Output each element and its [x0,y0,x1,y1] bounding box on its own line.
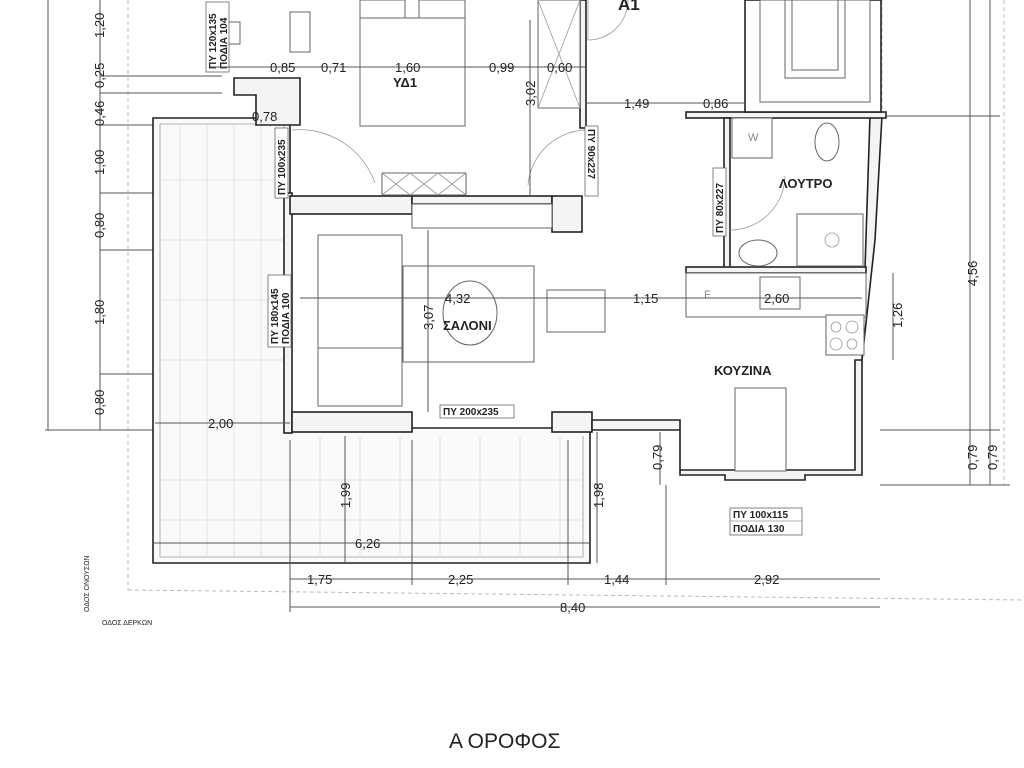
room-label-a1: A1 [618,0,640,14]
svg-text:ΠΥ 100x235: ΠΥ 100x235 [277,139,288,195]
opening-kitchen-window: ΠΥ 100x115 ΠΟΔΙΑ 130 [729,507,803,536]
dim-left-4: 0,80 [92,213,107,238]
dim-bedroom-1: 0,71 [321,60,346,75]
opening-living-window: ΠΥ 180x145 ΠΟΔΙΑ 100 [267,274,292,348]
dim-kitchen-width: 2,60 [764,291,789,306]
floor-title: Α ΟΡΟΦΟΣ [449,730,560,753]
room-label-bathroom: ΛΟΥΤΡΟ [779,176,832,191]
dimension-lines [153,20,894,612]
opening-living-door: ΠΥ 200x235 [439,404,515,419]
fridge-label: F [704,289,711,301]
dim-kitchen-side: 1,26 [890,303,905,328]
dim-living-depth: 3,07 [421,305,436,330]
dim-living-width: 4,32 [445,291,470,306]
dim-hall-0: 1,49 [624,96,649,111]
shower [796,213,864,267]
svg-text:ΠΥ 200x235: ΠΥ 200x235 [443,407,499,418]
dim-terrace-depth-a: 1,99 [338,483,353,508]
dim-left-6: 0,80 [92,390,107,415]
opening-interior-door: ΠΥ 90x227 [584,125,599,197]
dim-kitchen-step: 0,79 [650,445,665,470]
dim-bedroom-4: 0,60 [547,60,572,75]
tv-unit [411,203,553,229]
dim-bottom-1: 2,25 [448,572,473,587]
dim-right-079a: 0,79 [965,445,980,470]
dim-left-3: 1,00 [92,150,107,175]
dim-living-kitchen: 1,15 [633,291,658,306]
dim-left-2: 0,46 [92,101,107,126]
dim-terrace-depth-b: 1,98 [591,483,606,508]
svg-text:ΠΟΔΙΑ 104: ΠΟΔΙΑ 104 [219,17,230,69]
dim-terrace-left: 2,00 [208,416,233,431]
street-south-label: ΟΔΟΣ ΔΕΡΚΩΝ [102,620,152,627]
dim-left-0: 1,20 [92,13,107,38]
dim-overall: 8,40 [560,600,585,615]
dim-wall-078: 0,78 [252,109,277,124]
dim-left-5: 1,80 [92,300,107,325]
sink [738,239,778,267]
svg-text:ΠΥ 120x135: ΠΥ 120x135 [208,13,219,69]
bed [359,17,466,127]
svg-text:ΠΥ 100x115: ΠΥ 100x115 [733,510,788,521]
dim-bottom-2: 1,44 [604,572,629,587]
svg-text:ΠΥ 90x227: ΠΥ 90x227 [585,129,596,179]
svg-text:ΠΟΔΙΑ 100: ΠΟΔΙΑ 100 [281,292,292,344]
street-west-label: ΟΔΟΣ ΟΝΟΥΣΩΝ [84,555,91,612]
dim-bedroom-0: 0,85 [270,60,295,75]
room-label-living: ΣΑΛΟΝΙ [443,318,492,333]
opening-bedroom-window: ΠΥ 120x135 ΠΟΔΙΑ 104 [205,1,230,73]
dim-hall-1: 0,86 [703,96,728,111]
room-label-bedroom: ΥΔ1 [393,75,417,90]
dim-bottom-3: 2,92 [754,572,779,587]
dim-bottom-0: 1,75 [307,572,332,587]
dining-table [734,387,787,472]
room-label-kitchen: ΚΟΥΖΙΝΑ [714,363,772,378]
svg-text:ΠΥ 80x227: ΠΥ 80x227 [715,183,726,233]
opening-bath-door: ΠΥ 80x227 [712,167,727,237]
dim-right-total: 4,56 [965,261,980,286]
svg-text:ΠΥ 180x145: ΠΥ 180x145 [270,288,281,344]
armchair [546,289,606,333]
washer-label: W [748,132,759,144]
opening-bedroom-door: ΠΥ 100x235 [274,127,289,199]
furniture [221,0,867,472]
dim-bedroom-2: 1,60 [395,60,420,75]
desk [289,11,311,53]
dim-bedroom-depth: 3,02 [523,81,538,106]
stove [825,314,865,356]
toilet [814,122,840,162]
washer [731,117,773,159]
dim-bedroom-3: 0,99 [489,60,514,75]
dim-right-079b: 0,79 [985,445,1000,470]
svg-text:ΠΟΔΙΑ 130: ΠΟΔΙΑ 130 [733,524,785,535]
dim-terrace-width: 6,26 [355,536,380,551]
dim-left-1: 0,25 [92,63,107,88]
